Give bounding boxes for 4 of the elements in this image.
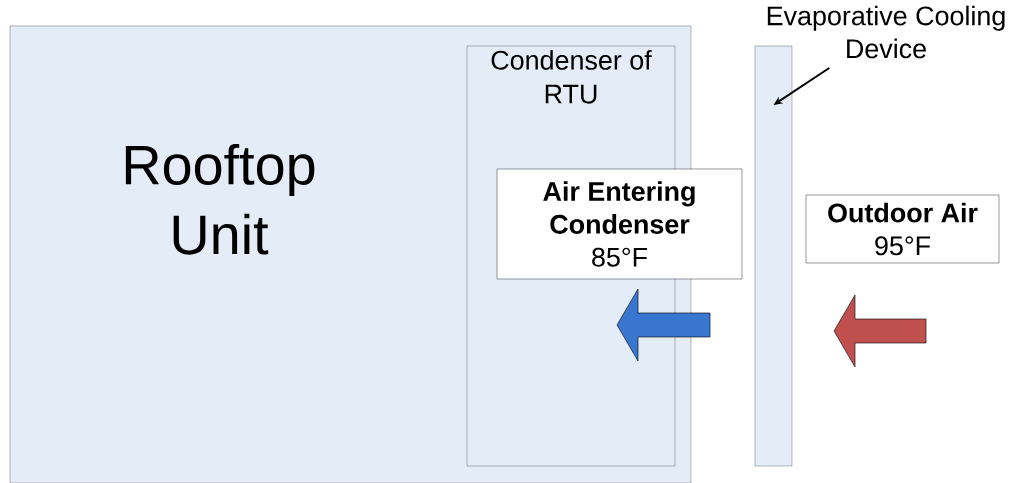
temperature-box: Outdoor Air 95°F	[805, 194, 1000, 264]
device-label: Evaporative Cooling Device	[767, 5, 1005, 59]
evaporative-panel	[754, 45, 793, 467]
temperature-box: Air Entering Condenser 85°F	[496, 168, 743, 280]
